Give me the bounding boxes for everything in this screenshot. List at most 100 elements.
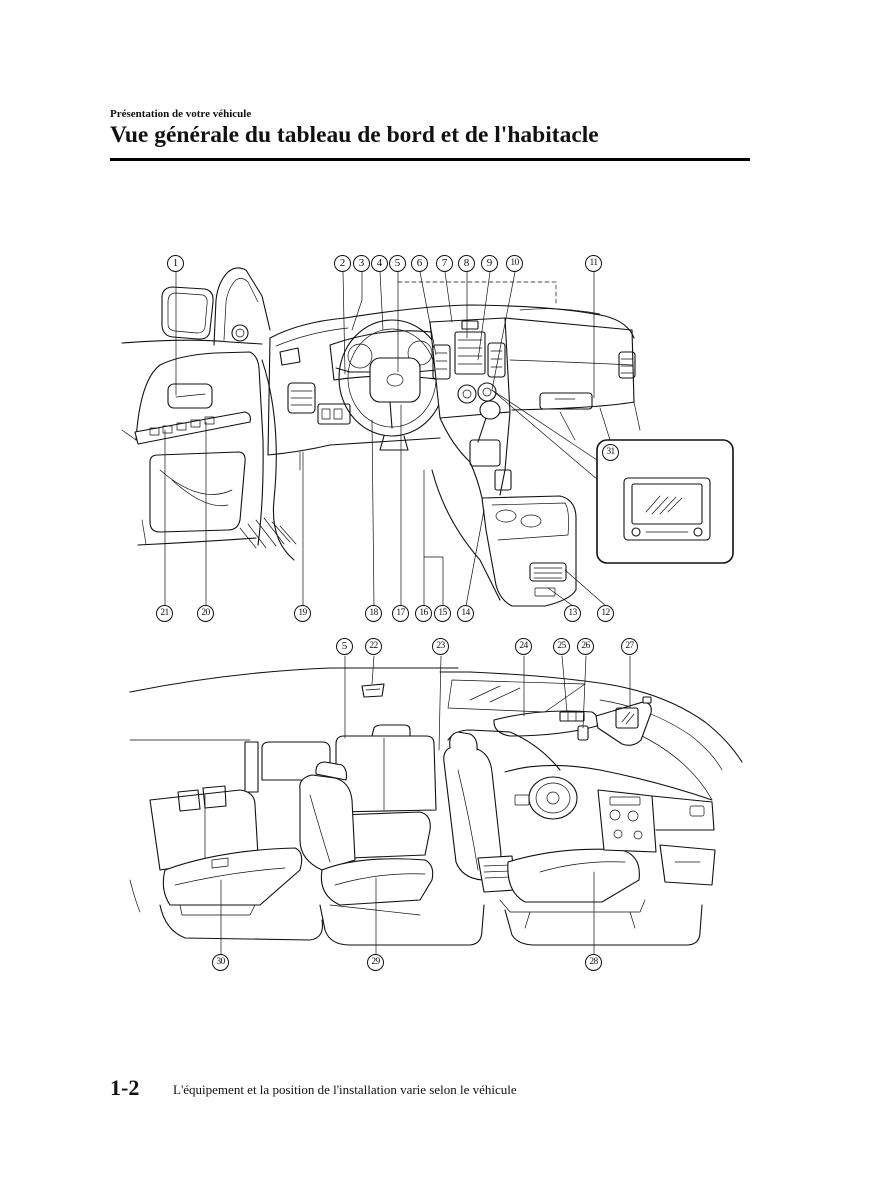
callout-14: 14 (457, 605, 474, 622)
door-mirror (161, 286, 214, 340)
callout-11: 11 (585, 255, 602, 272)
callout-3: 3 (353, 255, 370, 272)
leader-line-14 (465, 509, 485, 607)
headliner (591, 681, 743, 801)
leader-line-4 (379, 271, 384, 331)
center-vent-right (487, 342, 506, 378)
headrest (177, 789, 201, 812)
display-screen (631, 483, 703, 525)
center-console (431, 400, 577, 607)
glove-box (539, 392, 593, 410)
callout-20: 20 (197, 605, 214, 622)
callout-13: 13 (564, 605, 581, 622)
rear-air-vent (529, 562, 567, 582)
third-row-seat (129, 785, 324, 941)
footer-note: L'équipement et la position de l'install… (173, 1082, 517, 1097)
audio-unit (454, 331, 486, 375)
door-jamb (239, 359, 297, 561)
passenger-dashboard (504, 308, 641, 441)
leader-line-5-passenger (397, 281, 557, 307)
inset-detail-connector (491, 389, 601, 481)
cabin-dashboard (504, 764, 716, 886)
passenger-sun-visor (595, 696, 652, 746)
headrest (315, 761, 348, 781)
callout-19: 19 (294, 605, 311, 622)
console-box (481, 495, 577, 607)
second-row-captain-seat (299, 761, 485, 946)
callout-31: 31 (602, 444, 619, 461)
accessory-socket (534, 587, 556, 597)
callout-1: 1 (167, 255, 184, 272)
steering-wheel (528, 776, 578, 820)
callout-5-cabin: 5 (336, 638, 353, 655)
vanity-mirror (615, 707, 639, 729)
cup-holder (520, 514, 542, 528)
driver-airbag-hub (369, 357, 421, 403)
shift-lever-knob (479, 400, 501, 420)
leader-line-2 (342, 271, 346, 375)
leader-line-23 (438, 655, 442, 751)
right-air-vent (618, 351, 636, 379)
callout-25: 25 (553, 638, 570, 655)
callout-21: 21 (156, 605, 173, 622)
callout-15: 15 (434, 605, 451, 622)
climate-knob (457, 384, 477, 404)
callout-2: 2 (334, 255, 351, 272)
inner-door-handle (167, 383, 213, 409)
leader-line-6 (419, 271, 437, 356)
roof-outline (129, 667, 459, 741)
leader-line-13 (547, 587, 574, 607)
callout-10: 10 (506, 255, 523, 272)
callout-16: 16 (415, 605, 432, 622)
door-trim-panel (121, 339, 264, 546)
hazard-switch (461, 320, 479, 330)
callout-4: 4 (371, 255, 388, 272)
leader-line-26 (582, 655, 587, 729)
power-window-switch-panel (134, 411, 251, 445)
leader-line-12 (564, 569, 607, 607)
callout-24: 24 (515, 638, 532, 655)
page-number: 1-2 (110, 1075, 140, 1100)
callout-12: 12 (597, 605, 614, 622)
callout-5: 5 (389, 255, 406, 272)
leader-line-22 (371, 655, 375, 685)
leader-line-7 (444, 271, 453, 323)
inset-detail-box (596, 439, 734, 564)
callout-18: 18 (365, 605, 382, 622)
cabin-leader-lines (220, 655, 631, 956)
front-seat (443, 731, 703, 946)
door-pocket (149, 451, 246, 533)
headrest (449, 731, 478, 751)
left-air-vent (287, 382, 316, 414)
dashboard-leader-lines (164, 271, 607, 607)
callout-17: 17 (392, 605, 409, 622)
shift-gate (469, 439, 501, 467)
leader-line-18 (371, 419, 375, 607)
leader-line-3 (351, 271, 363, 331)
callout-29: 29 (367, 954, 384, 971)
page-title: Vue générale du tableau de bord et de l'… (110, 122, 599, 148)
callout-6: 6 (411, 255, 428, 272)
section-label: Présentation de votre véhicule (110, 108, 252, 120)
callout-26: 26 (577, 638, 594, 655)
callout-28: 28 (585, 954, 602, 971)
callout-30: 30 (212, 954, 229, 971)
sunroof-panel (439, 671, 593, 713)
center-vent-left (432, 344, 451, 380)
second-row-seat-rear (335, 724, 437, 859)
sunroof-switch (559, 711, 585, 722)
callout-23: 23 (432, 638, 449, 655)
dashboard-panel (267, 304, 635, 471)
title-rule (110, 158, 750, 161)
overhead-light (361, 683, 385, 698)
leader-line-15 (423, 556, 444, 607)
leader-line-9 (477, 271, 491, 361)
leader-line-25 (561, 655, 568, 713)
cup-holder (495, 509, 517, 523)
callout-27: 27 (621, 638, 638, 655)
driver-sun-visor (493, 710, 599, 741)
headrest (371, 724, 411, 737)
leader-line-10 (491, 271, 516, 391)
